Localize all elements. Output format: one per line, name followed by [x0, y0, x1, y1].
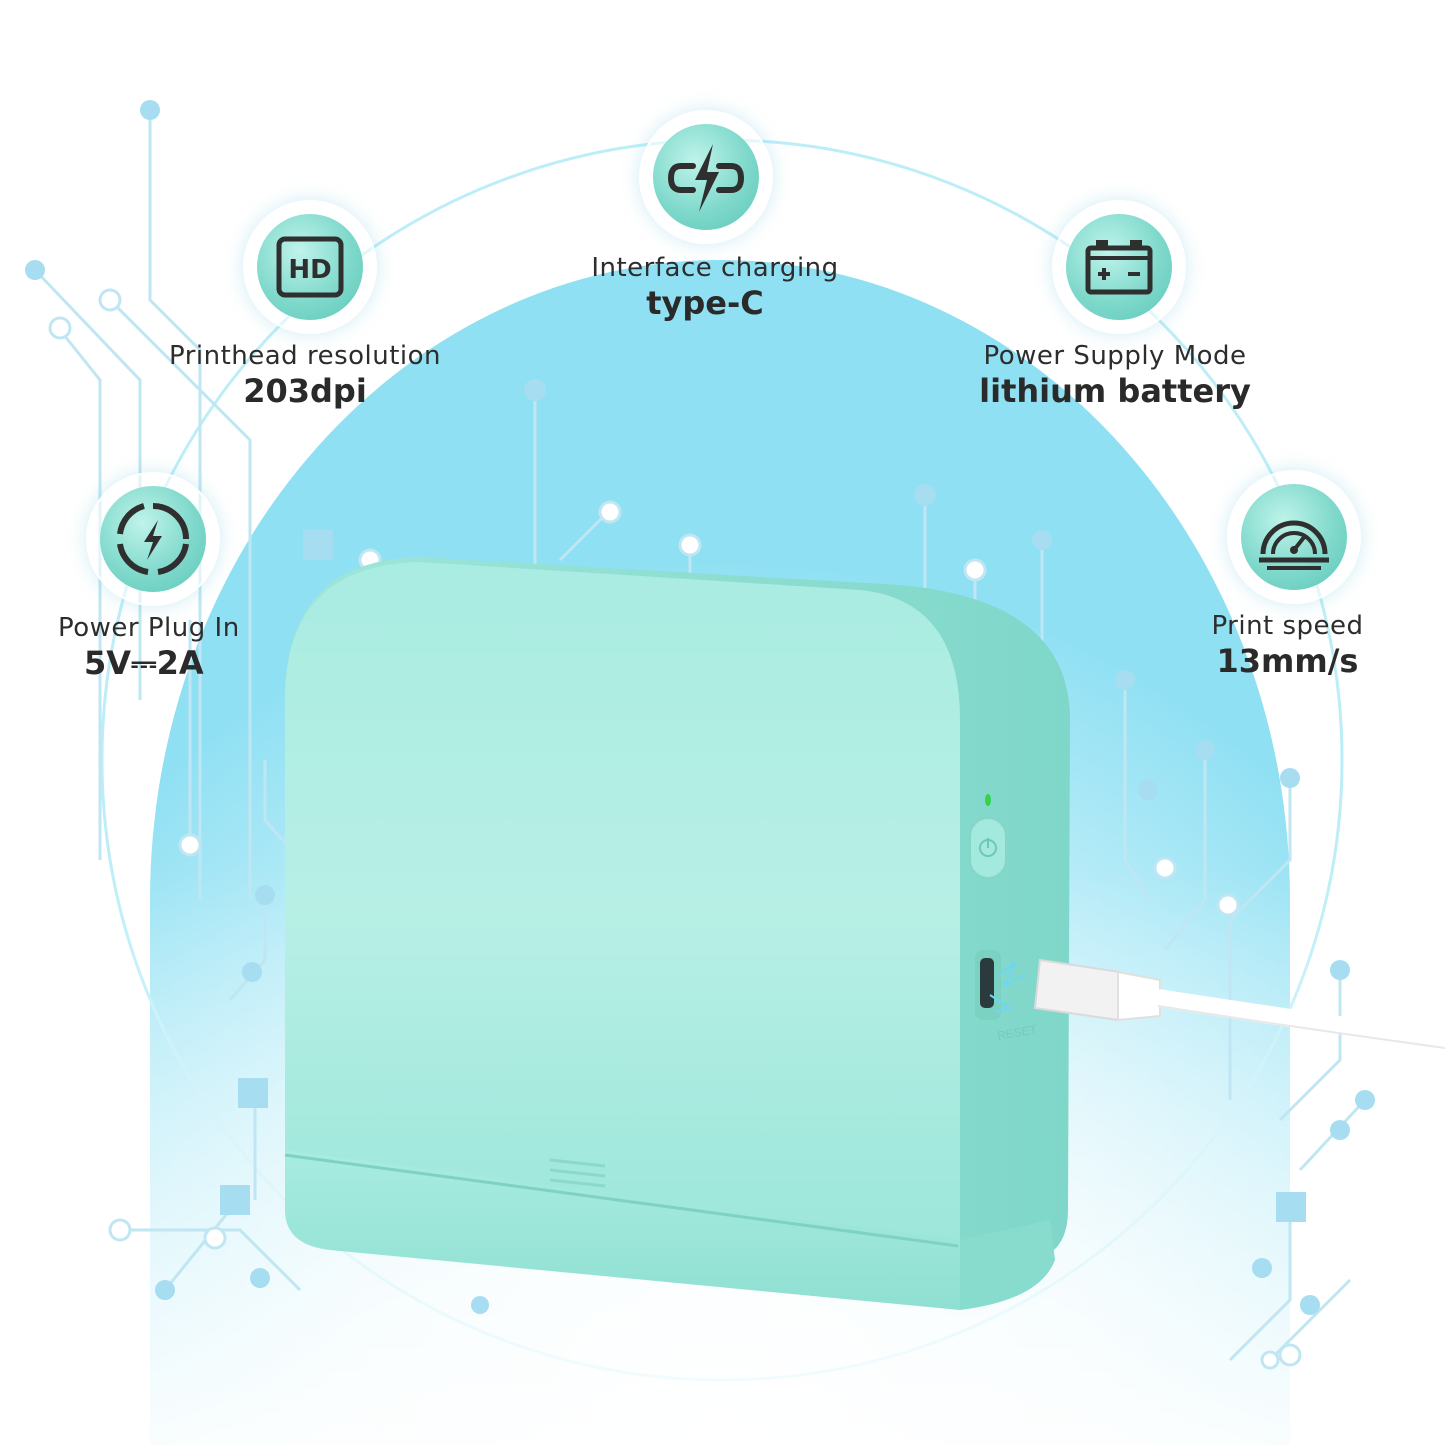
badge-hd: HD	[243, 200, 377, 334]
badge-battery	[1052, 200, 1186, 334]
feature-interface: Interface charging type-C	[560, 252, 870, 322]
battery-icon	[1085, 240, 1153, 295]
feature-label: Power Plug In	[58, 613, 240, 643]
power-bolt-icon	[117, 503, 189, 575]
feature-label: Power Supply Mode	[983, 341, 1247, 371]
feature-resolution: Printhead resolution 203dpi	[150, 340, 460, 410]
feature-label: Print speed	[1211, 611, 1364, 641]
badge-speed	[1227, 470, 1361, 604]
hd-icon: HD	[276, 236, 344, 298]
status-led	[985, 794, 991, 806]
badge-charging	[639, 110, 773, 244]
feature-value: type-C	[646, 284, 764, 322]
feature-power-plug: Power Plug In 5V⎓2A	[40, 612, 250, 682]
badge-power	[86, 472, 220, 606]
speedometer-icon	[1259, 520, 1329, 570]
feature-value: 13mm/s	[1216, 642, 1359, 680]
feature-label: Interface charging	[591, 253, 839, 283]
feature-print-speed: Print speed 13mm/s	[1190, 610, 1385, 680]
charging-plug-icon	[667, 144, 745, 212]
svg-text:HD: HD	[288, 255, 331, 285]
feature-label: Printhead resolution	[168, 341, 442, 371]
feature-power-supply: Power Supply Mode lithium battery	[960, 340, 1270, 410]
feature-value: 203dpi	[243, 372, 367, 410]
reset-label: RESET	[996, 1022, 1038, 1043]
feature-value: lithium battery	[979, 372, 1251, 410]
feature-value: 5V⎓2A	[84, 644, 204, 682]
